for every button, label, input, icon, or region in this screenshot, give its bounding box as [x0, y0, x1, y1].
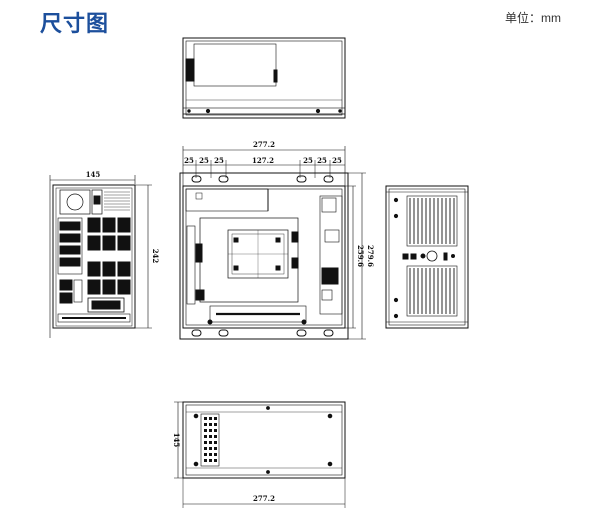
dim-bottom-depth: 145 [172, 433, 181, 448]
front-view [179, 146, 366, 340]
dim-front-height-outer: 279.6 [366, 245, 375, 267]
dim-bottom-width: 277.2 [253, 494, 275, 503]
dim-front-hole-spacing-6: 25 [332, 156, 342, 165]
dim-front-hole-spacing-4: 25 [303, 156, 313, 165]
bottom-view [174, 401, 346, 508]
dim-side-height: 242 [151, 249, 160, 264]
dim-front-hole-spacing-5: 25 [317, 156, 327, 165]
unit-label: 单位：mm [505, 11, 561, 25]
rear-panel-view [385, 185, 469, 329]
dim-front-overall-width: 277.2 [253, 140, 275, 149]
dim-front-hole-spacing-1: 25 [184, 156, 194, 165]
page-title: 尺寸图 [40, 12, 110, 37]
dim-side-depth: 145 [86, 170, 101, 179]
side-view-io [49, 175, 152, 338]
dim-front-hole-spacing-3: 25 [214, 156, 224, 165]
dim-front-center-span: 127.2 [252, 156, 274, 165]
dim-front-hole-spacing-2: 25 [199, 156, 209, 165]
top-view [182, 37, 346, 119]
dim-front-height-inner: 259.6 [356, 245, 365, 267]
